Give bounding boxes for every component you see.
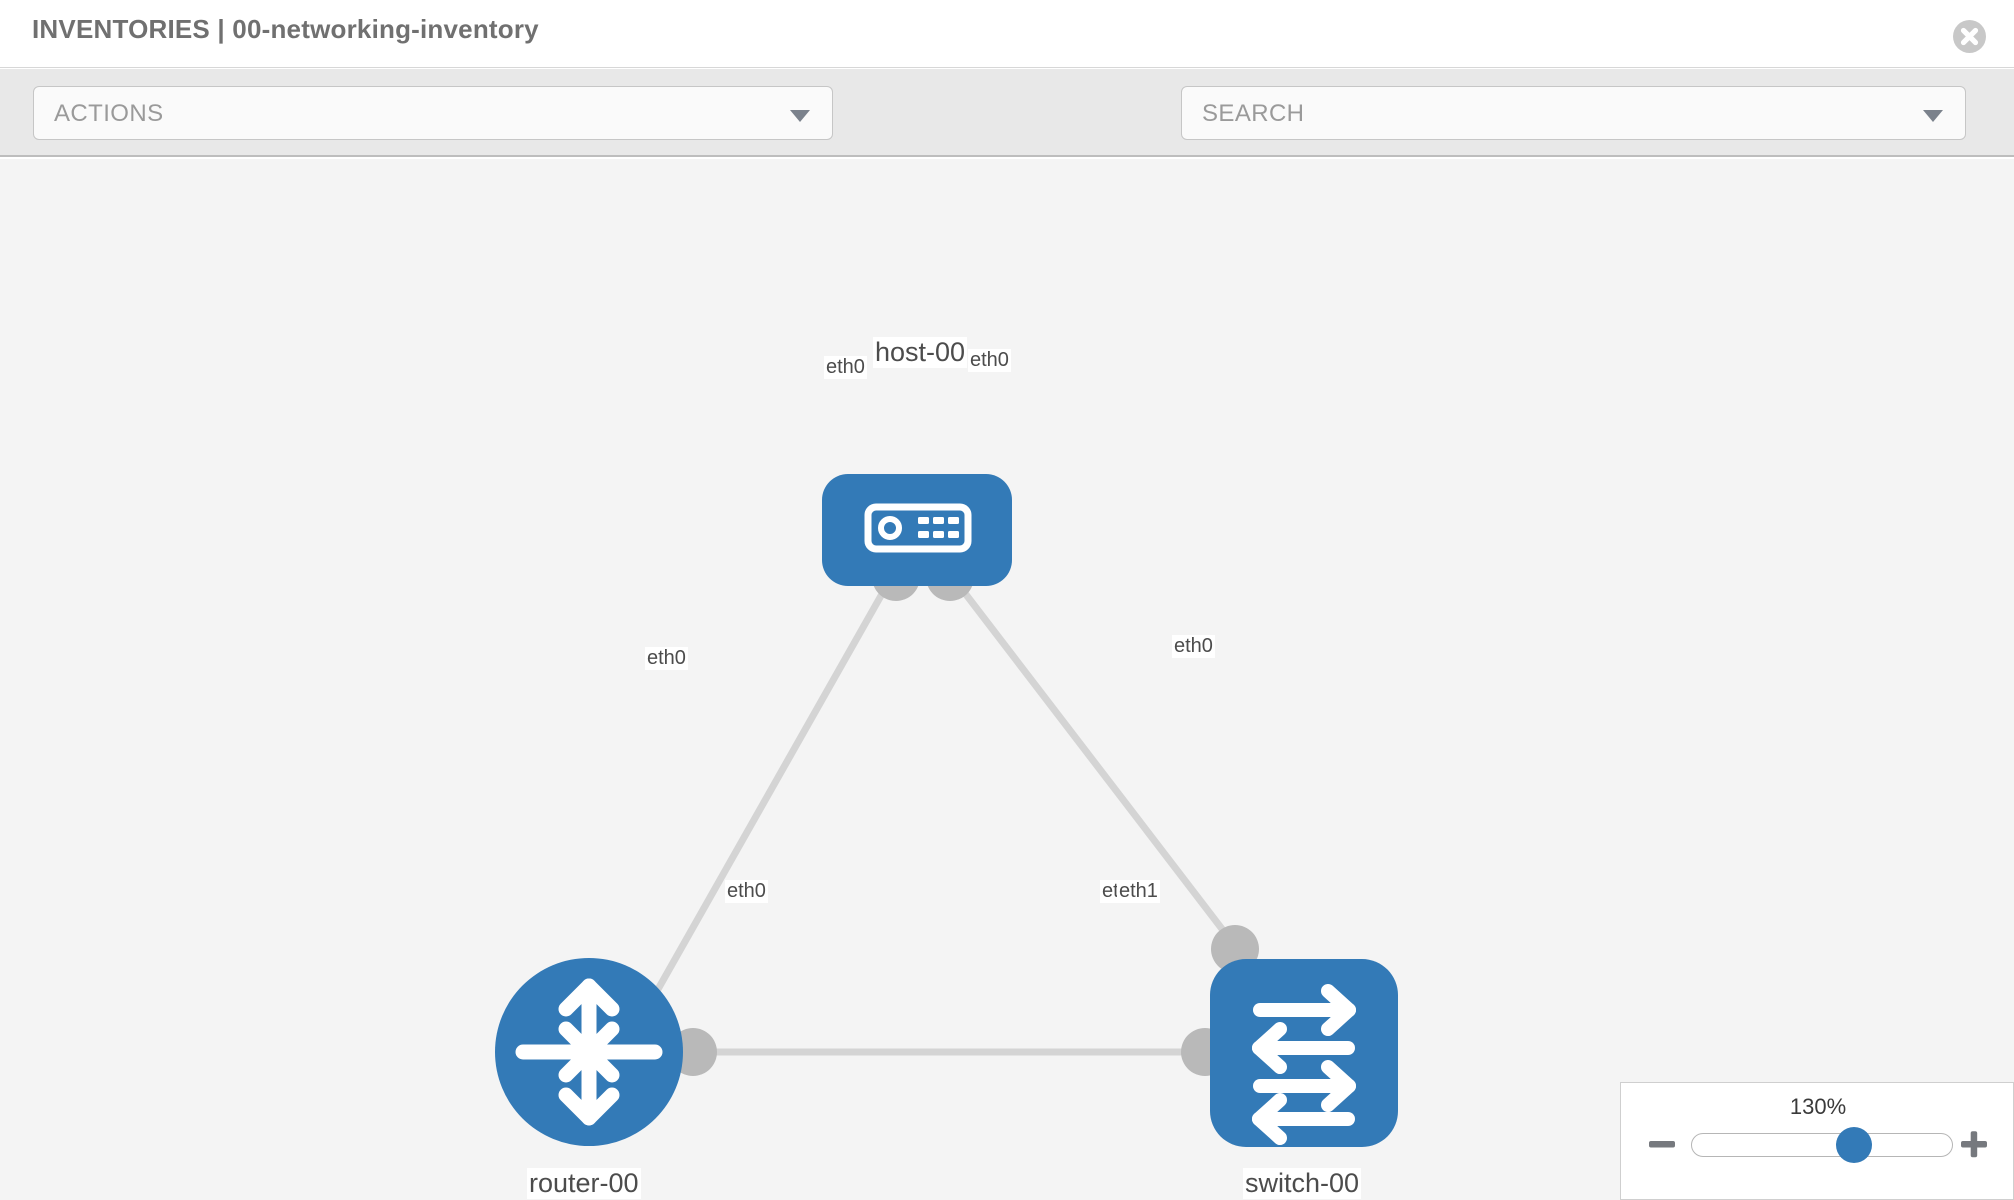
node-label-switch-00: switch-00 [1243, 1168, 1362, 1199]
topology-canvas[interactable]: host-00 router-00 switch-00 eth0 eth0 et… [0, 159, 2014, 1200]
toolbar: ACTIONS SEARCH [0, 69, 2014, 198]
zoom-control-panel: 130% [1620, 1082, 2014, 1200]
edge-host-router [636, 569, 899, 1023]
search-placeholder: SEARCH [1202, 100, 1305, 127]
plus-icon[interactable] [1957, 1127, 1991, 1161]
topology-graph [495, 474, 1398, 1147]
iface-label-host-left: eth0 [824, 356, 867, 379]
node-router-00 [495, 958, 683, 1146]
node-label-host-00: host-00 [873, 337, 968, 368]
iface-label-router-right: eth0 [725, 880, 768, 903]
node-host-00 [822, 474, 1012, 586]
page-title: INVENTORIES | 00-networking-inventory [32, 14, 539, 44]
actions-dropdown-label: ACTIONS [54, 100, 164, 127]
search-input[interactable]: SEARCH [1181, 86, 1966, 140]
minus-icon[interactable] [1645, 1127, 1679, 1161]
zoom-slider-track[interactable] [1691, 1133, 1953, 1157]
actions-dropdown[interactable]: ACTIONS [33, 86, 833, 140]
node-switch-00 [1210, 959, 1398, 1147]
zoom-percent-label: 130% [1789, 1094, 1847, 1119]
title-bar: INVENTORIES | 00-networking-inventory [0, 0, 2014, 68]
chevron-down-icon[interactable] [1923, 110, 1943, 122]
iface-label-switch-left-b: eth1 [1117, 880, 1160, 903]
iface-label-router-uplink: eth0 [645, 647, 688, 670]
zoom-slider-handle[interactable] [1836, 1127, 1872, 1163]
chevron-down-icon [790, 110, 810, 122]
close-icon[interactable] [1953, 20, 1986, 53]
edge-host-switch [945, 568, 1248, 962]
node-label-router-00: router-00 [527, 1168, 641, 1199]
iface-label-host-right: eth0 [968, 349, 1011, 372]
iface-label-switch-uplink: eth0 [1172, 635, 1215, 658]
